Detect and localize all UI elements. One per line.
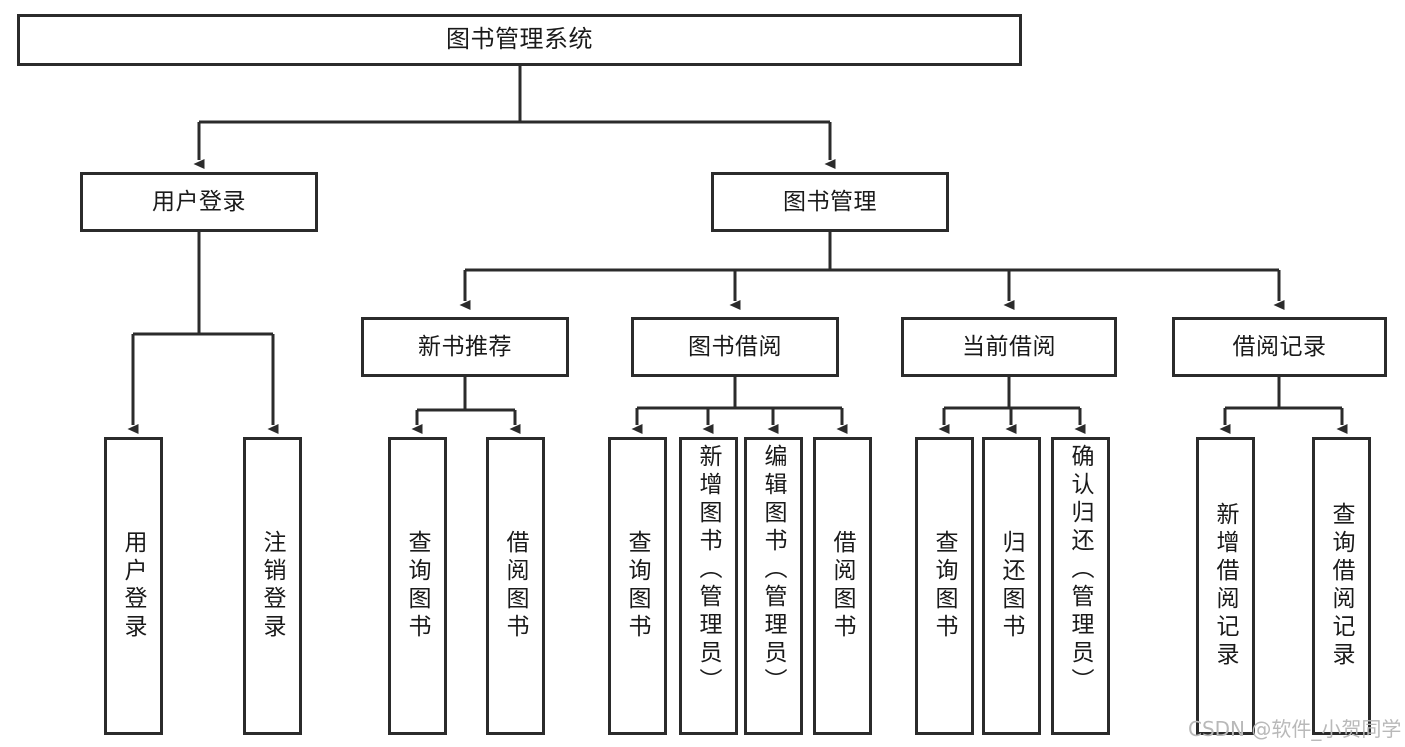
leaf-add-book-admin[interactable]: 新增图书（管理员） [679,437,738,735]
leaf-user-login[interactable]: 用户登录 [104,437,163,735]
leaf-logout[interactable]: 注销登录 [243,437,302,735]
node-label: 当前借阅 [962,333,1056,360]
node-label: 用户登录 [121,530,147,642]
leaf-borrow-book-newbook[interactable]: 借阅图书 [486,437,545,735]
leaf-query-book-newbook[interactable]: 查询图书 [388,437,447,735]
leaf-return-book[interactable]: 归还图书 [982,437,1041,735]
node-label: 新增借阅记录 [1213,502,1239,670]
node-label: 借阅记录 [1232,333,1327,360]
node-label: 图书管理系统 [446,25,593,53]
node-label: 图书管理 [783,188,877,215]
node-label: 查询图书 [405,530,431,642]
node-label: 编辑图书（管理员） [761,444,787,696]
node-book-borrow[interactable]: 图书借阅 [631,317,839,377]
node-root-book-management-system[interactable]: 图书管理系统 [17,14,1022,66]
csdn-watermark: CSDN @软件_小贺同学 [1188,717,1402,741]
node-label: 借阅图书 [503,530,529,642]
node-label: 新增图书（管理员） [696,444,722,696]
leaf-borrow-book[interactable]: 借阅图书 [813,437,872,735]
node-current-borrow[interactable]: 当前借阅 [901,317,1117,377]
leaf-query-borrow-record[interactable]: 查询借阅记录 [1312,437,1371,735]
node-label: 确认归还（管理员） [1068,444,1094,696]
leaf-confirm-return-admin[interactable]: 确认归还（管理员） [1051,437,1110,735]
node-label: 查询图书 [625,530,651,642]
leaf-query-book-current[interactable]: 查询图书 [915,437,974,735]
node-borrow-record[interactable]: 借阅记录 [1172,317,1387,377]
leaf-query-book-borrow[interactable]: 查询图书 [608,437,667,735]
node-label: 借阅图书 [830,530,856,642]
leaf-edit-book-admin[interactable]: 编辑图书（管理员） [744,437,803,735]
node-label: 新书推荐 [418,333,512,360]
node-label: 查询图书 [932,530,958,642]
node-label: 归还图书 [999,530,1025,642]
node-label: 用户登录 [152,188,246,215]
node-label: 查询借阅记录 [1329,502,1355,670]
node-new-book-recommendation[interactable]: 新书推荐 [361,317,569,377]
node-book-management[interactable]: 图书管理 [711,172,949,232]
leaf-add-borrow-record[interactable]: 新增借阅记录 [1196,437,1255,735]
node-user-login[interactable]: 用户登录 [80,172,318,232]
node-label: 注销登录 [260,530,286,642]
node-label: 图书借阅 [688,333,782,360]
